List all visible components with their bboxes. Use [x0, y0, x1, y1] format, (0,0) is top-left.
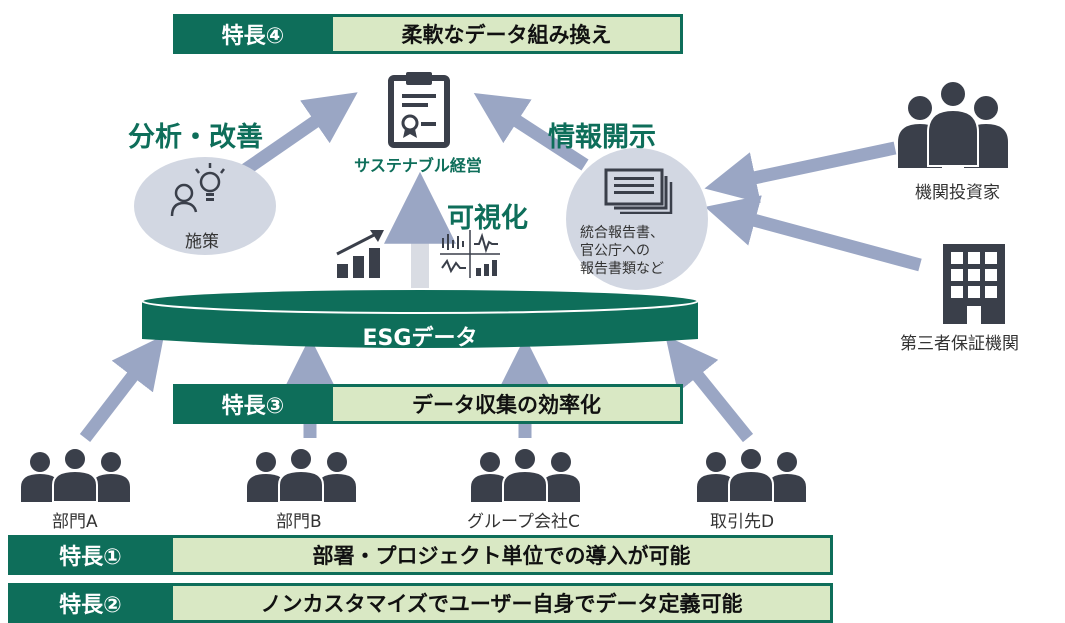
analytics-dashboard-icon — [440, 230, 500, 278]
investors-group-icon — [898, 80, 1008, 168]
feature-2-banner: 特長② ノンカスタマイズでユーザー自身でデータ定義可能 — [8, 583, 833, 623]
arrow-source-a — [79, 335, 165, 442]
department-a-icon — [21, 447, 130, 502]
investors-label: 機関投資家 — [915, 183, 1000, 203]
source-label-d: 取引先D — [710, 512, 775, 532]
feature-4-banner: 特長④ 柔軟なデータ組み換え — [173, 14, 683, 54]
idea-person-icon — [170, 163, 225, 217]
arrow-source-d — [665, 335, 754, 443]
reports-label-line-2: 官公庁への — [580, 243, 650, 259]
feature-2-tag: 特長② — [59, 593, 122, 618]
source-label-b: 部門B — [276, 512, 322, 532]
feature-2-text: ノンカスタマイズでユーザー自身でデータ定義可能 — [173, 586, 830, 620]
visualize-heading: 可視化 — [447, 203, 528, 234]
feature-1-tag: 特長① — [59, 545, 122, 570]
source-label-c: グループ会社C — [467, 512, 580, 532]
documents-icon — [604, 168, 673, 214]
feature-1-text: 部署・プロジェクト単位での導入が可能 — [173, 538, 830, 572]
arrow-assurance — [704, 195, 922, 272]
reports-label-line-1: 統合報告書、 — [580, 225, 664, 241]
bar-chart-growth-icon — [336, 230, 384, 278]
reports-circle — [566, 148, 708, 290]
esg-database — [141, 288, 699, 348]
feature-3-tag: 特長③ — [221, 394, 285, 419]
feature-4-tag: 特長④ — [221, 24, 285, 49]
clipboard-certificate-icon — [388, 72, 450, 148]
feature-1-banner: 特長① 部署・プロジェクト単位での導入が可能 — [8, 535, 833, 575]
group-company-c-icon — [471, 447, 580, 502]
esg-data-label: ESGデータ — [362, 326, 478, 351]
partner-d-icon — [697, 447, 806, 502]
department-b-icon — [247, 447, 356, 502]
feature-3-banner: 特長③ データ収集の効率化 — [173, 384, 683, 424]
reports-label-line-3: 報告書類など — [580, 261, 664, 277]
arrow-analysis — [241, 92, 358, 176]
source-label-a: 部門A — [52, 512, 98, 532]
assurance-label: 第三者保証機関 — [900, 334, 1019, 354]
sustainability-title: サステナブル経営 — [354, 156, 482, 175]
feature-4-text: 柔軟なデータ組み換え — [333, 17, 680, 51]
feature-3-text: データ収集の効率化 — [333, 387, 680, 421]
arrow-disclosure — [473, 93, 589, 171]
building-icon — [943, 244, 1005, 324]
reports-label: 統合報告書、 官公庁への 報告書類など — [580, 224, 664, 278]
arrow-investors — [704, 141, 897, 204]
measures-label: 施策 — [185, 232, 219, 252]
disclosure-heading: 情報開示 — [548, 122, 656, 153]
analysis-heading: 分析・改善 — [128, 122, 263, 153]
